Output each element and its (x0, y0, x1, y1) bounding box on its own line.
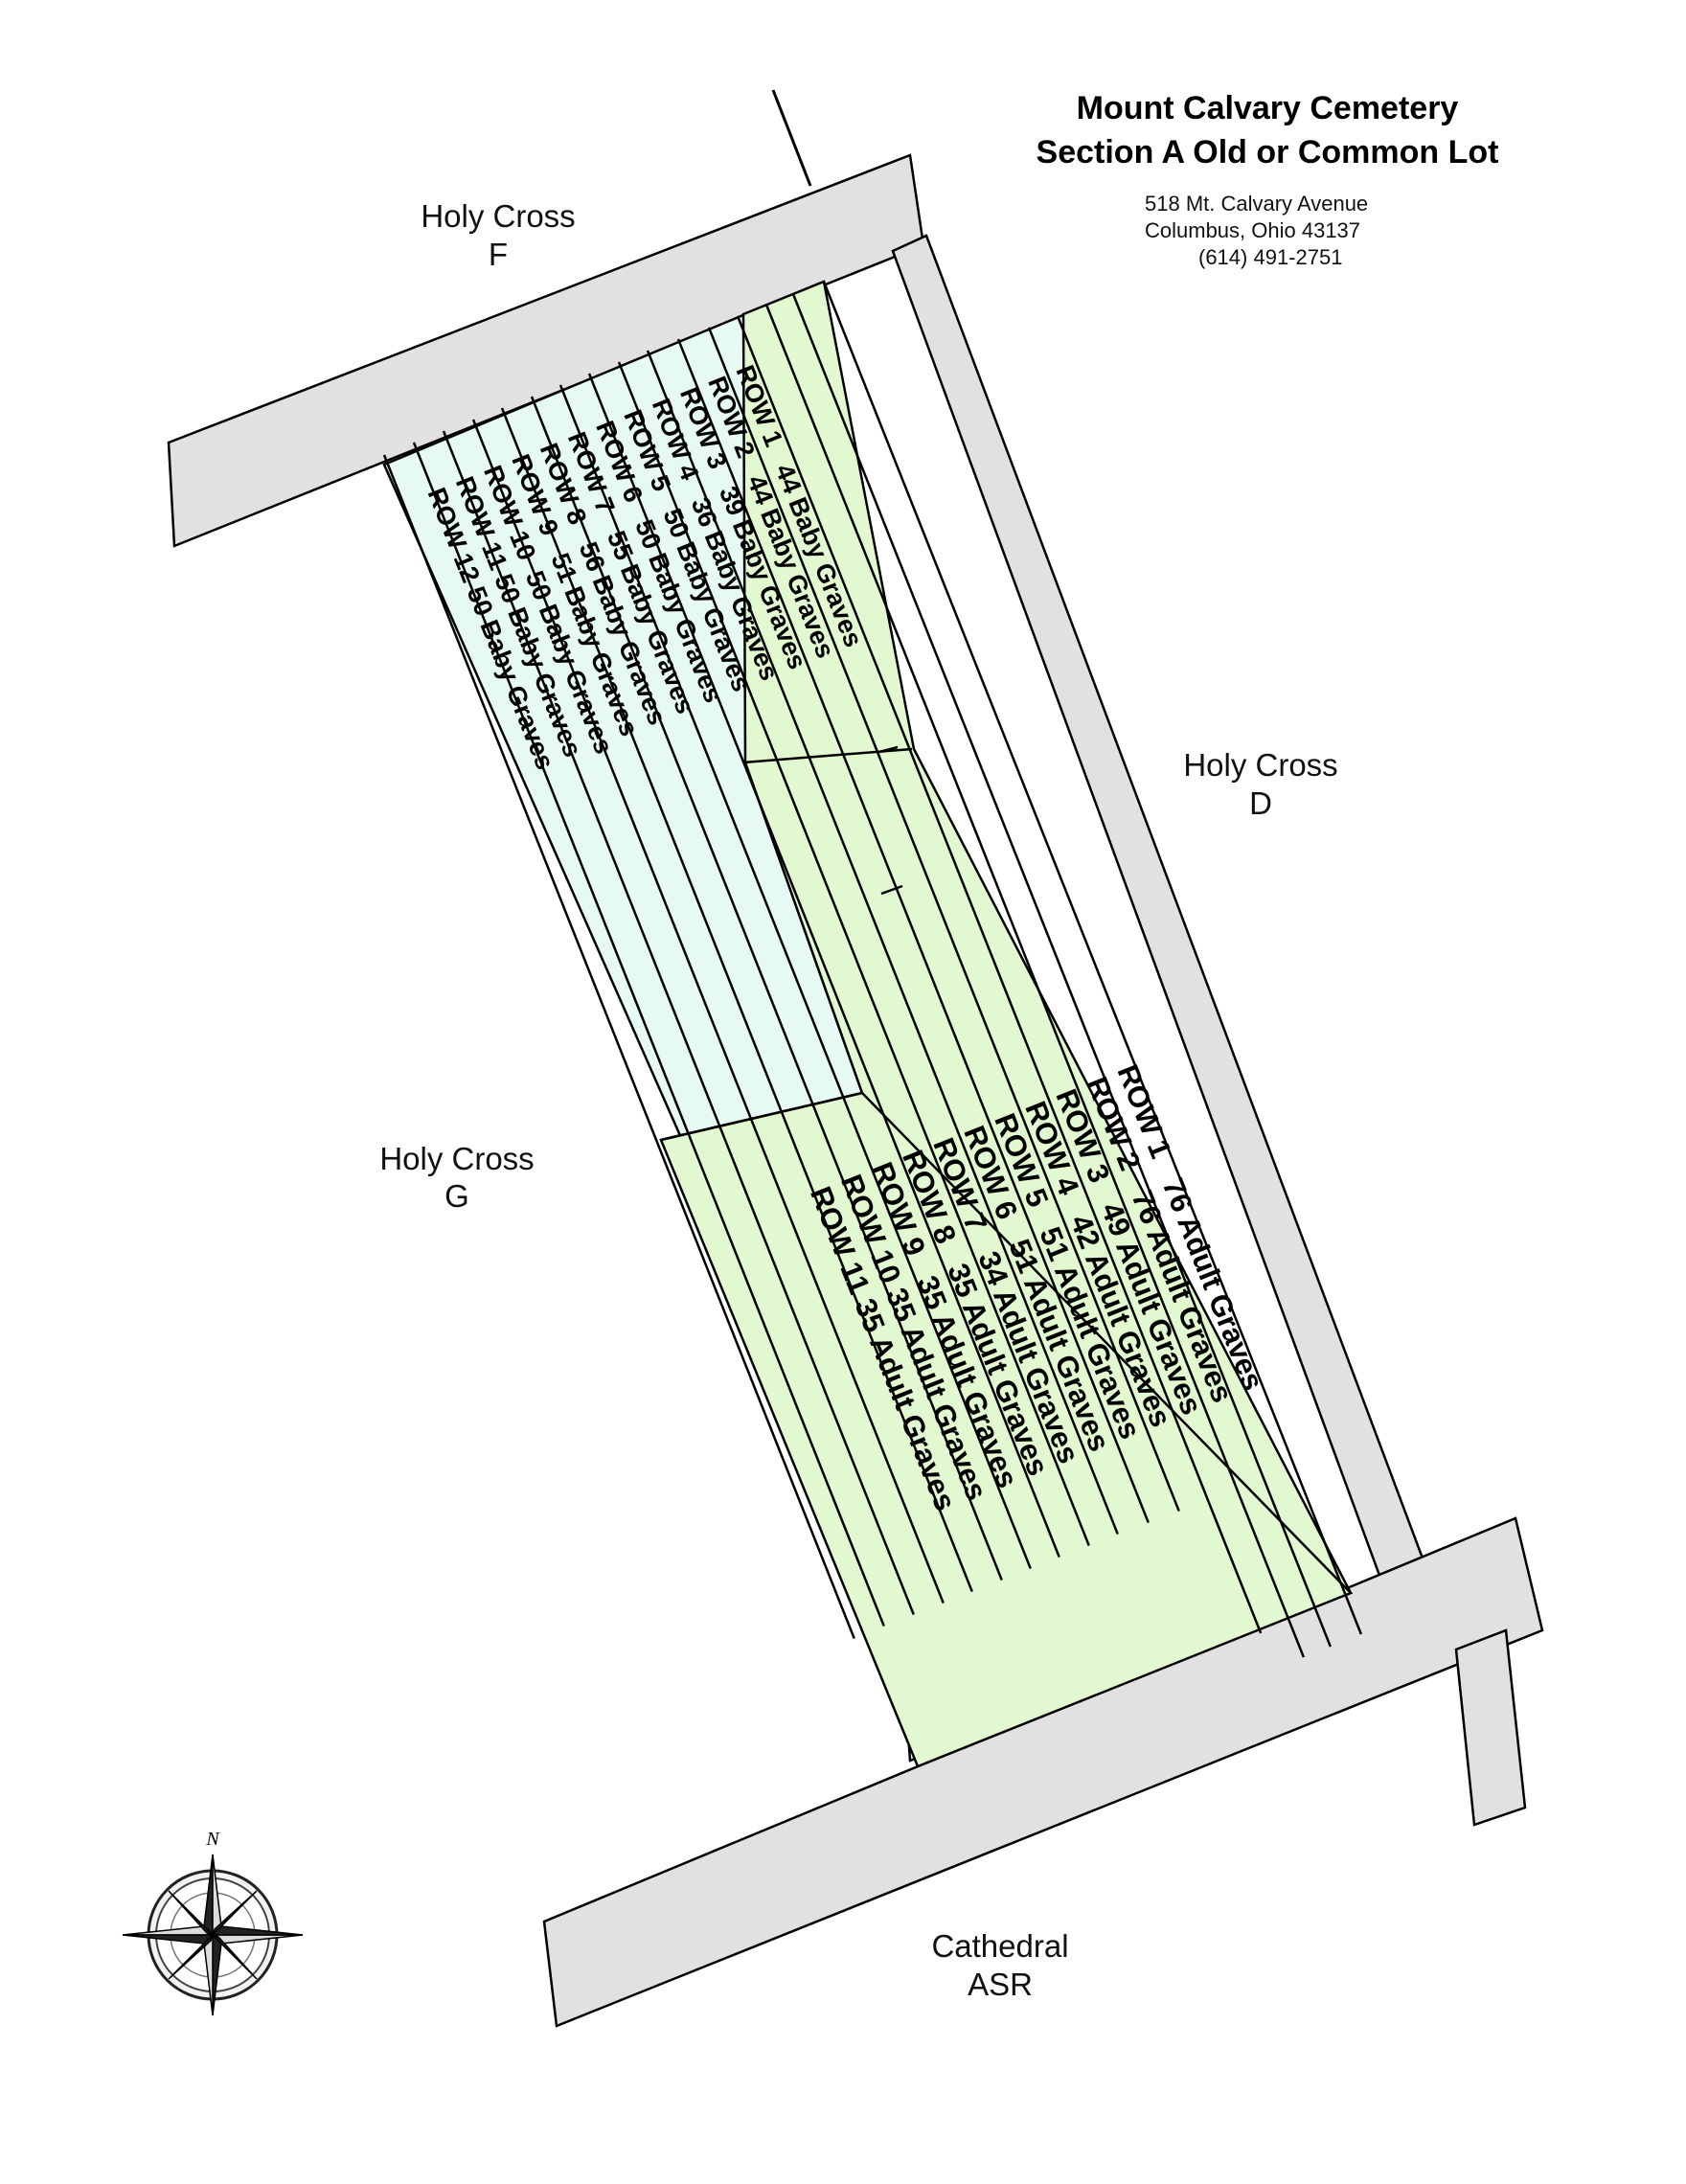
map-header: Mount Calvary Cemetery Section A Old or … (1037, 90, 1499, 269)
compass-north-label: N (205, 1829, 220, 1850)
row-divider-line (791, 293, 1333, 1648)
compass-rose-icon: N (122, 1829, 304, 2016)
road-southeast (1454, 1628, 1527, 1827)
row-divider-line (558, 384, 1032, 1570)
row-divider-line (646, 350, 1119, 1536)
row-divider-line (530, 396, 1003, 1581)
neighbor-labels: Holy Cross F Holy Cross D Holy Cross G C… (379, 198, 1337, 2002)
row-divider-line (822, 281, 1363, 1635)
address-line1: 518 Mt. Calvary Avenue (1145, 192, 1368, 216)
row-divider-line (442, 430, 915, 1616)
row-divider-line (764, 304, 1306, 1658)
section-divider-line (880, 884, 903, 896)
row-divider-line (412, 442, 885, 1627)
row-divider-line (736, 315, 1263, 1634)
row-dividers (382, 281, 1363, 1658)
map-title-line1: Mount Calvary Cemetery (1077, 90, 1459, 126)
holy-cross-f-line2: F (489, 237, 508, 272)
address-line2: Columbus, Ohio 43137 (1145, 218, 1360, 242)
plots (382, 280, 1363, 1768)
holy-cross-d-line2: D (1249, 785, 1272, 821)
row-divider-line (382, 454, 855, 1640)
row-divider-line (587, 373, 1060, 1558)
row-divider-line (471, 419, 945, 1604)
section-divider-line (878, 745, 899, 754)
holy-cross-d-line1: Holy Cross (1183, 747, 1337, 783)
holy-cross-g-line1: Holy Cross (379, 1141, 534, 1176)
holy-cross-g-line2: G (444, 1178, 469, 1214)
row-divider-line (707, 327, 1180, 1513)
roads (167, 89, 1544, 2028)
cathedral-asr-line2: ASR (968, 1967, 1033, 2002)
road-north-spur (771, 89, 812, 187)
row-divider-line (617, 361, 1090, 1547)
map-title-line2: Section A Old or Common Lot (1037, 134, 1499, 171)
row-divider-line (500, 407, 973, 1593)
phone-number: (614) 491-2751 (1198, 245, 1342, 269)
holy-cross-f-line1: Holy Cross (421, 198, 575, 234)
row-divider-line (676, 338, 1150, 1524)
cathedral-asr-line1: Cathedral (931, 1928, 1068, 1964)
section-divider-line (660, 1091, 863, 1142)
